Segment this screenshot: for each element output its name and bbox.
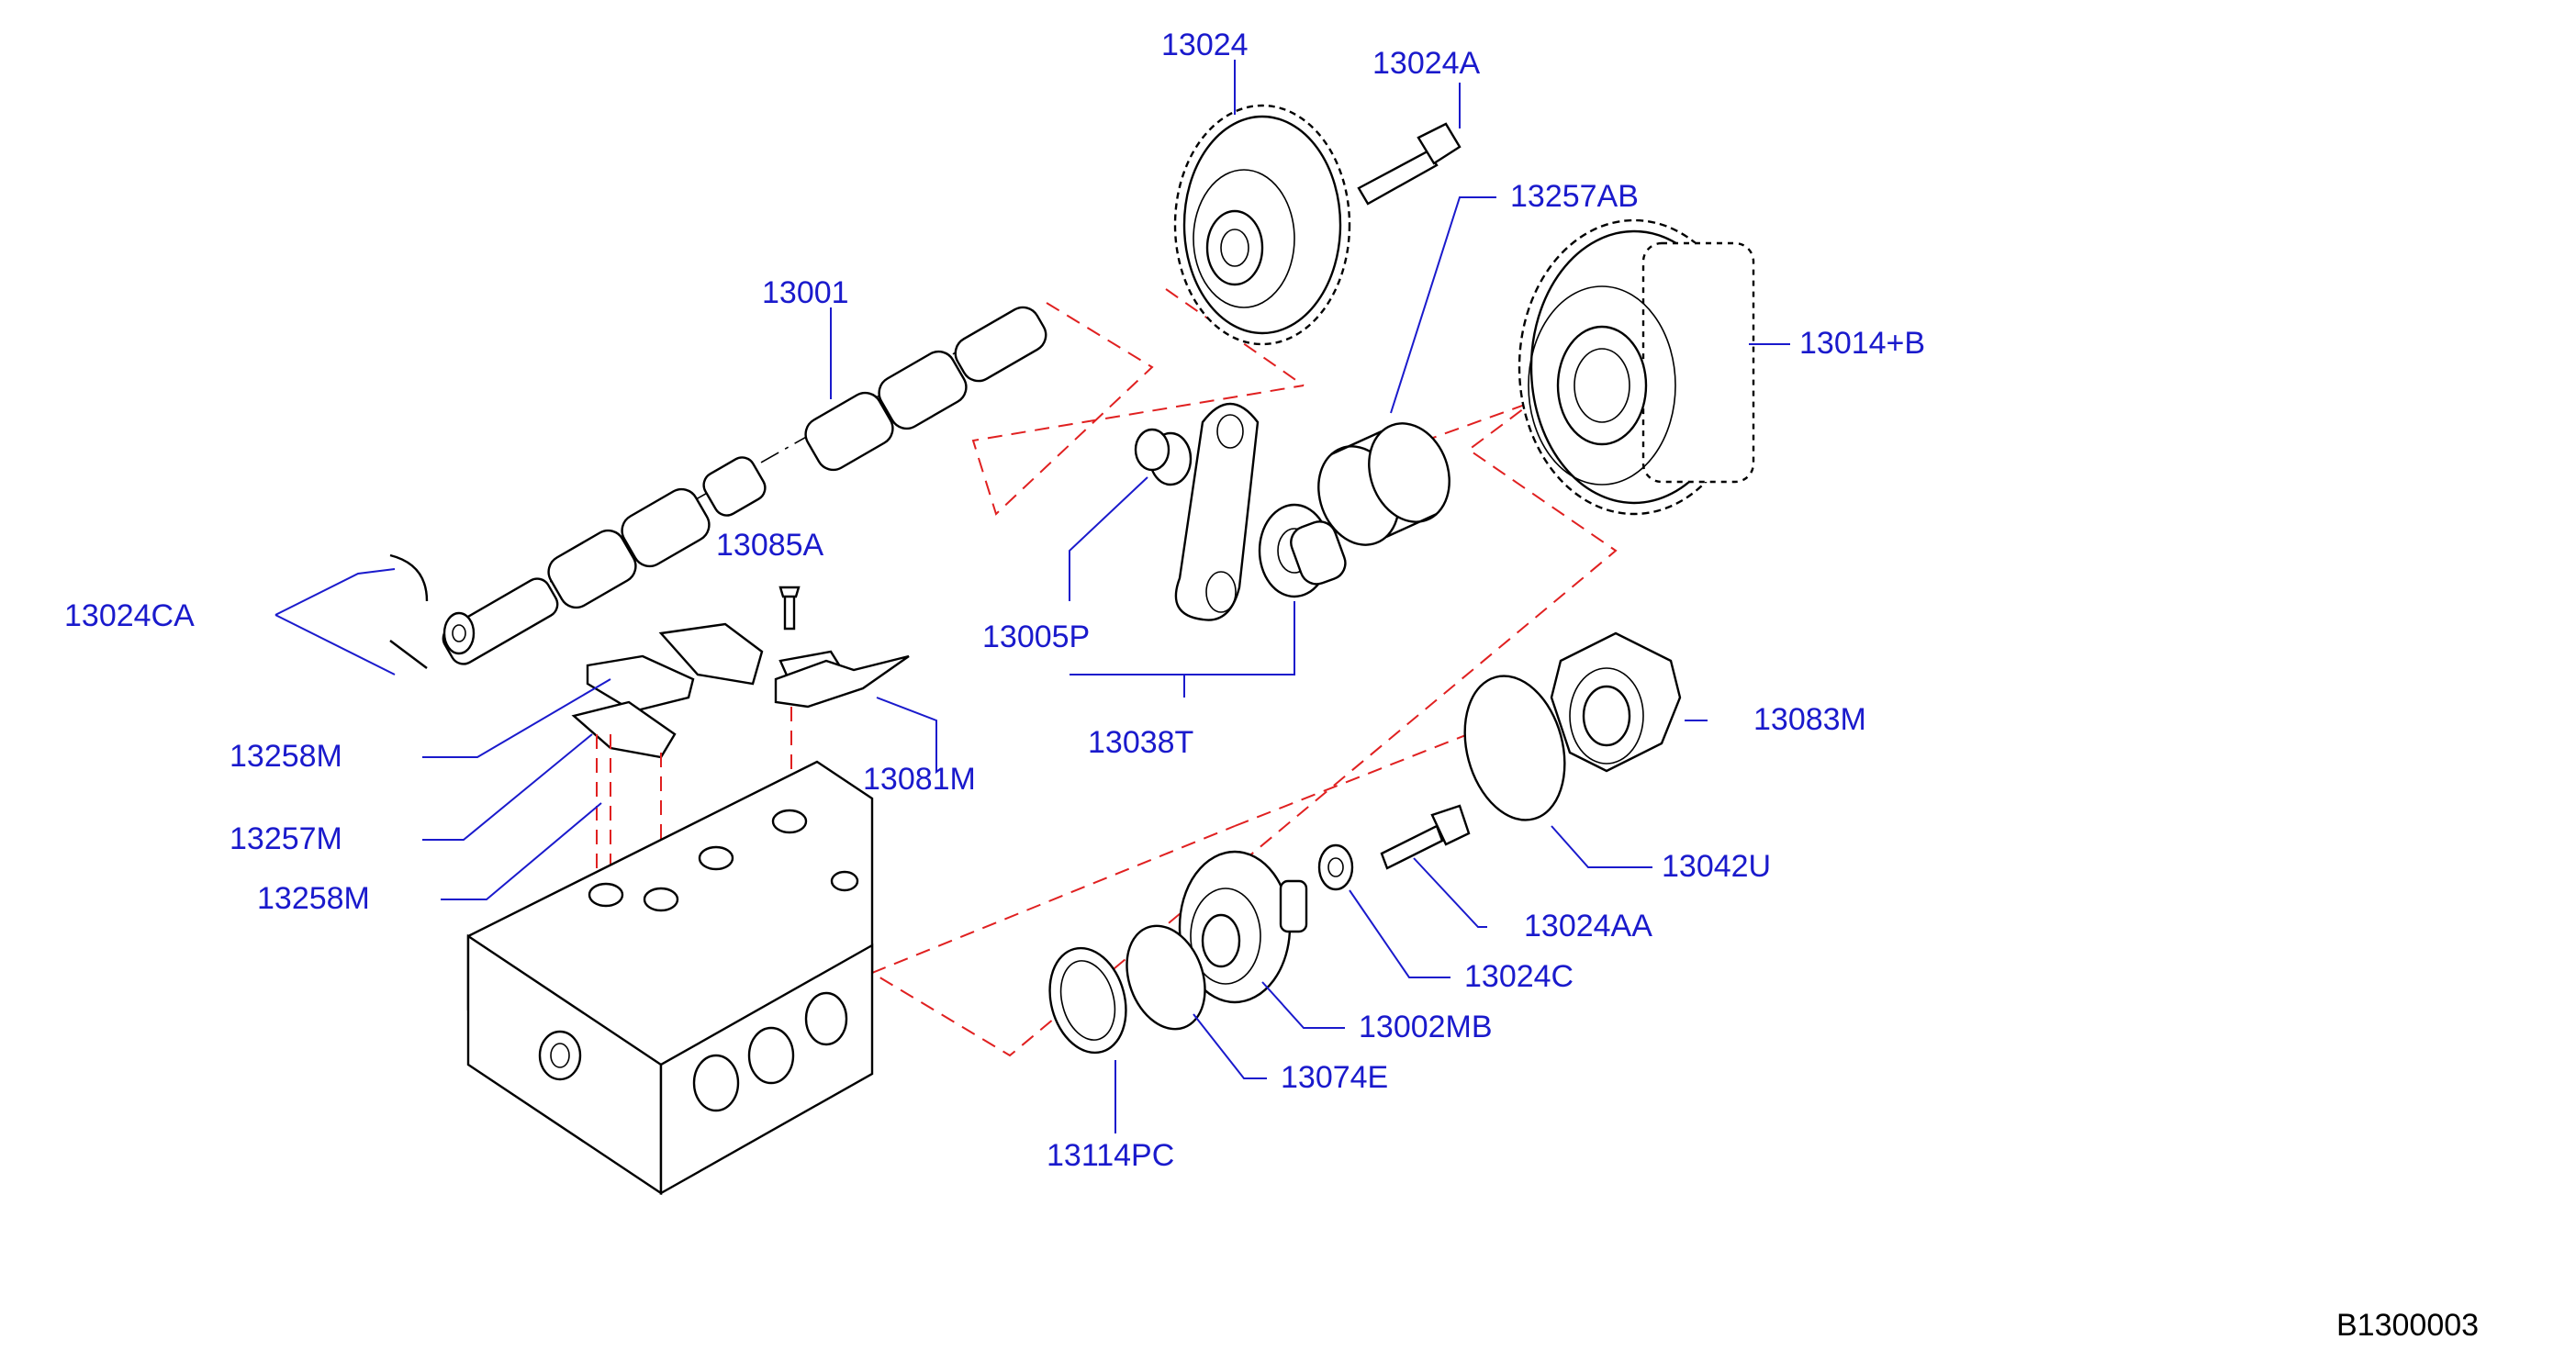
label-13085A: 13085A bbox=[716, 528, 824, 563]
cylinder-head bbox=[466, 760, 874, 1196]
bolt-13024A bbox=[1357, 122, 1462, 206]
label-13024C: 13024C bbox=[1464, 959, 1574, 994]
label-13042U: 13042U bbox=[1662, 849, 1771, 884]
label-13024CA: 13024CA bbox=[64, 598, 195, 633]
gear-13014B bbox=[1518, 218, 1755, 516]
washer-13024C bbox=[1317, 843, 1354, 891]
oring-13074E bbox=[1126, 924, 1206, 1031]
label-13024AA: 13024AA bbox=[1524, 909, 1652, 943]
snap-rings-13024CA bbox=[389, 553, 429, 669]
label-13024: 13024 bbox=[1161, 28, 1249, 62]
bolt-13024AA bbox=[1380, 804, 1471, 870]
hub-13002MB bbox=[1178, 850, 1308, 1004]
bracket-13081M bbox=[774, 654, 910, 709]
label-13258M-top: 13258M bbox=[230, 739, 342, 774]
idler-rod-13038T bbox=[1174, 402, 1347, 621]
label-13014B: 13014+B bbox=[1799, 326, 1925, 361]
bushing-13005P bbox=[1134, 428, 1193, 486]
bolt-13085A bbox=[778, 586, 801, 631]
label-13005P: 13005P bbox=[982, 620, 1090, 654]
part-labels: 13024 13024A 13257AB 13014+B 13001 13085… bbox=[64, 28, 2479, 1343]
leader-lines bbox=[274, 60, 1790, 1133]
camshaft-13001 bbox=[442, 306, 1047, 665]
housing-13083M bbox=[1550, 631, 1682, 773]
label-13257M: 13257M bbox=[230, 821, 342, 856]
label-13083M: 13083M bbox=[1753, 702, 1866, 737]
label-13081M: 13081M bbox=[863, 762, 976, 797]
plate-13114PC bbox=[1048, 946, 1127, 1055]
gasket-13042U bbox=[1463, 675, 1566, 821]
label-13257AB: 13257AB bbox=[1510, 179, 1639, 214]
cam-sprocket-13024 bbox=[1173, 104, 1351, 346]
label-13038T: 13038T bbox=[1088, 725, 1193, 760]
label-13074E: 13074E bbox=[1281, 1060, 1388, 1095]
label-13258M-bottom: 13258M bbox=[257, 881, 370, 916]
label-13002MB: 13002MB bbox=[1359, 1010, 1493, 1044]
label-13024A: 13024A bbox=[1372, 46, 1481, 81]
label-13114PC: 13114PC bbox=[1047, 1138, 1174, 1173]
bushing-13257AB bbox=[1317, 422, 1450, 546]
label-13001: 13001 bbox=[762, 275, 849, 310]
reference-code: B1300003 bbox=[2336, 1308, 2479, 1343]
